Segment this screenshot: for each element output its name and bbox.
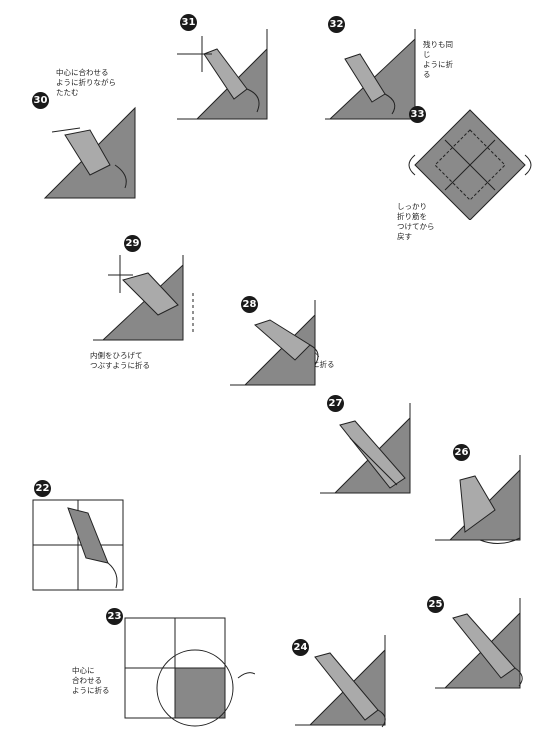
step-33-figure [408,109,532,220]
step-number-26: 26 [453,444,470,461]
step-27-figure [320,403,411,494]
step-28-figure [230,300,319,386]
step-26-figure [435,455,521,544]
step-22-figure [32,499,124,591]
step-number-29: 29 [124,235,141,252]
step-24-figure [295,635,386,728]
step-33: 33 しっかり 折り筋を つけてから 戻す [395,100,545,260]
step-29-instruction: 内側をひろげて つぶすように折る [90,351,150,370]
step-31-figure [177,29,268,120]
step-number-27: 27 [327,395,344,412]
step-26: 26 戻す [425,440,545,550]
step-25-figure [435,598,523,689]
step-33-instruction: しっかり 折り筋を つけてから 戻す [397,202,435,241]
step-number-31: 31 [180,14,197,31]
step-28: 28 内側へ 半分に折る [225,290,345,400]
step-number-30: 30 [32,92,49,109]
step-23: 23 中心に 合わせる ように折る [70,608,255,733]
step-29: 29 内側をひろげて つぶすように折る [88,235,208,375]
step-32-instruction: 残りも同じ ように折る [423,40,453,79]
step-number-22: 22 [34,480,51,497]
step-number-33: 33 [409,106,426,123]
step-number-32: 32 [328,16,345,33]
step-25: 25 [425,588,545,698]
step-number-24: 24 [292,639,309,656]
step-27: 27 [315,393,425,503]
step-30: 30 中心に合わせる ように折りながら たたむ [30,68,150,200]
step-number-25: 25 [427,596,444,613]
step-23-instruction: 中心に 合わせる ように折る [72,666,110,695]
step-31: 31 [172,14,272,124]
step-29-figure [93,255,194,341]
step-22: 22 [28,478,138,598]
step-number-23: 23 [106,608,123,625]
step-23-figure [124,617,255,727]
step-number-28: 28 [241,296,258,313]
step-30-figure [43,106,136,199]
step-24: 24 [290,625,400,735]
step-30-instruction: 中心に合わせる ように折りながら たたむ [56,68,116,97]
